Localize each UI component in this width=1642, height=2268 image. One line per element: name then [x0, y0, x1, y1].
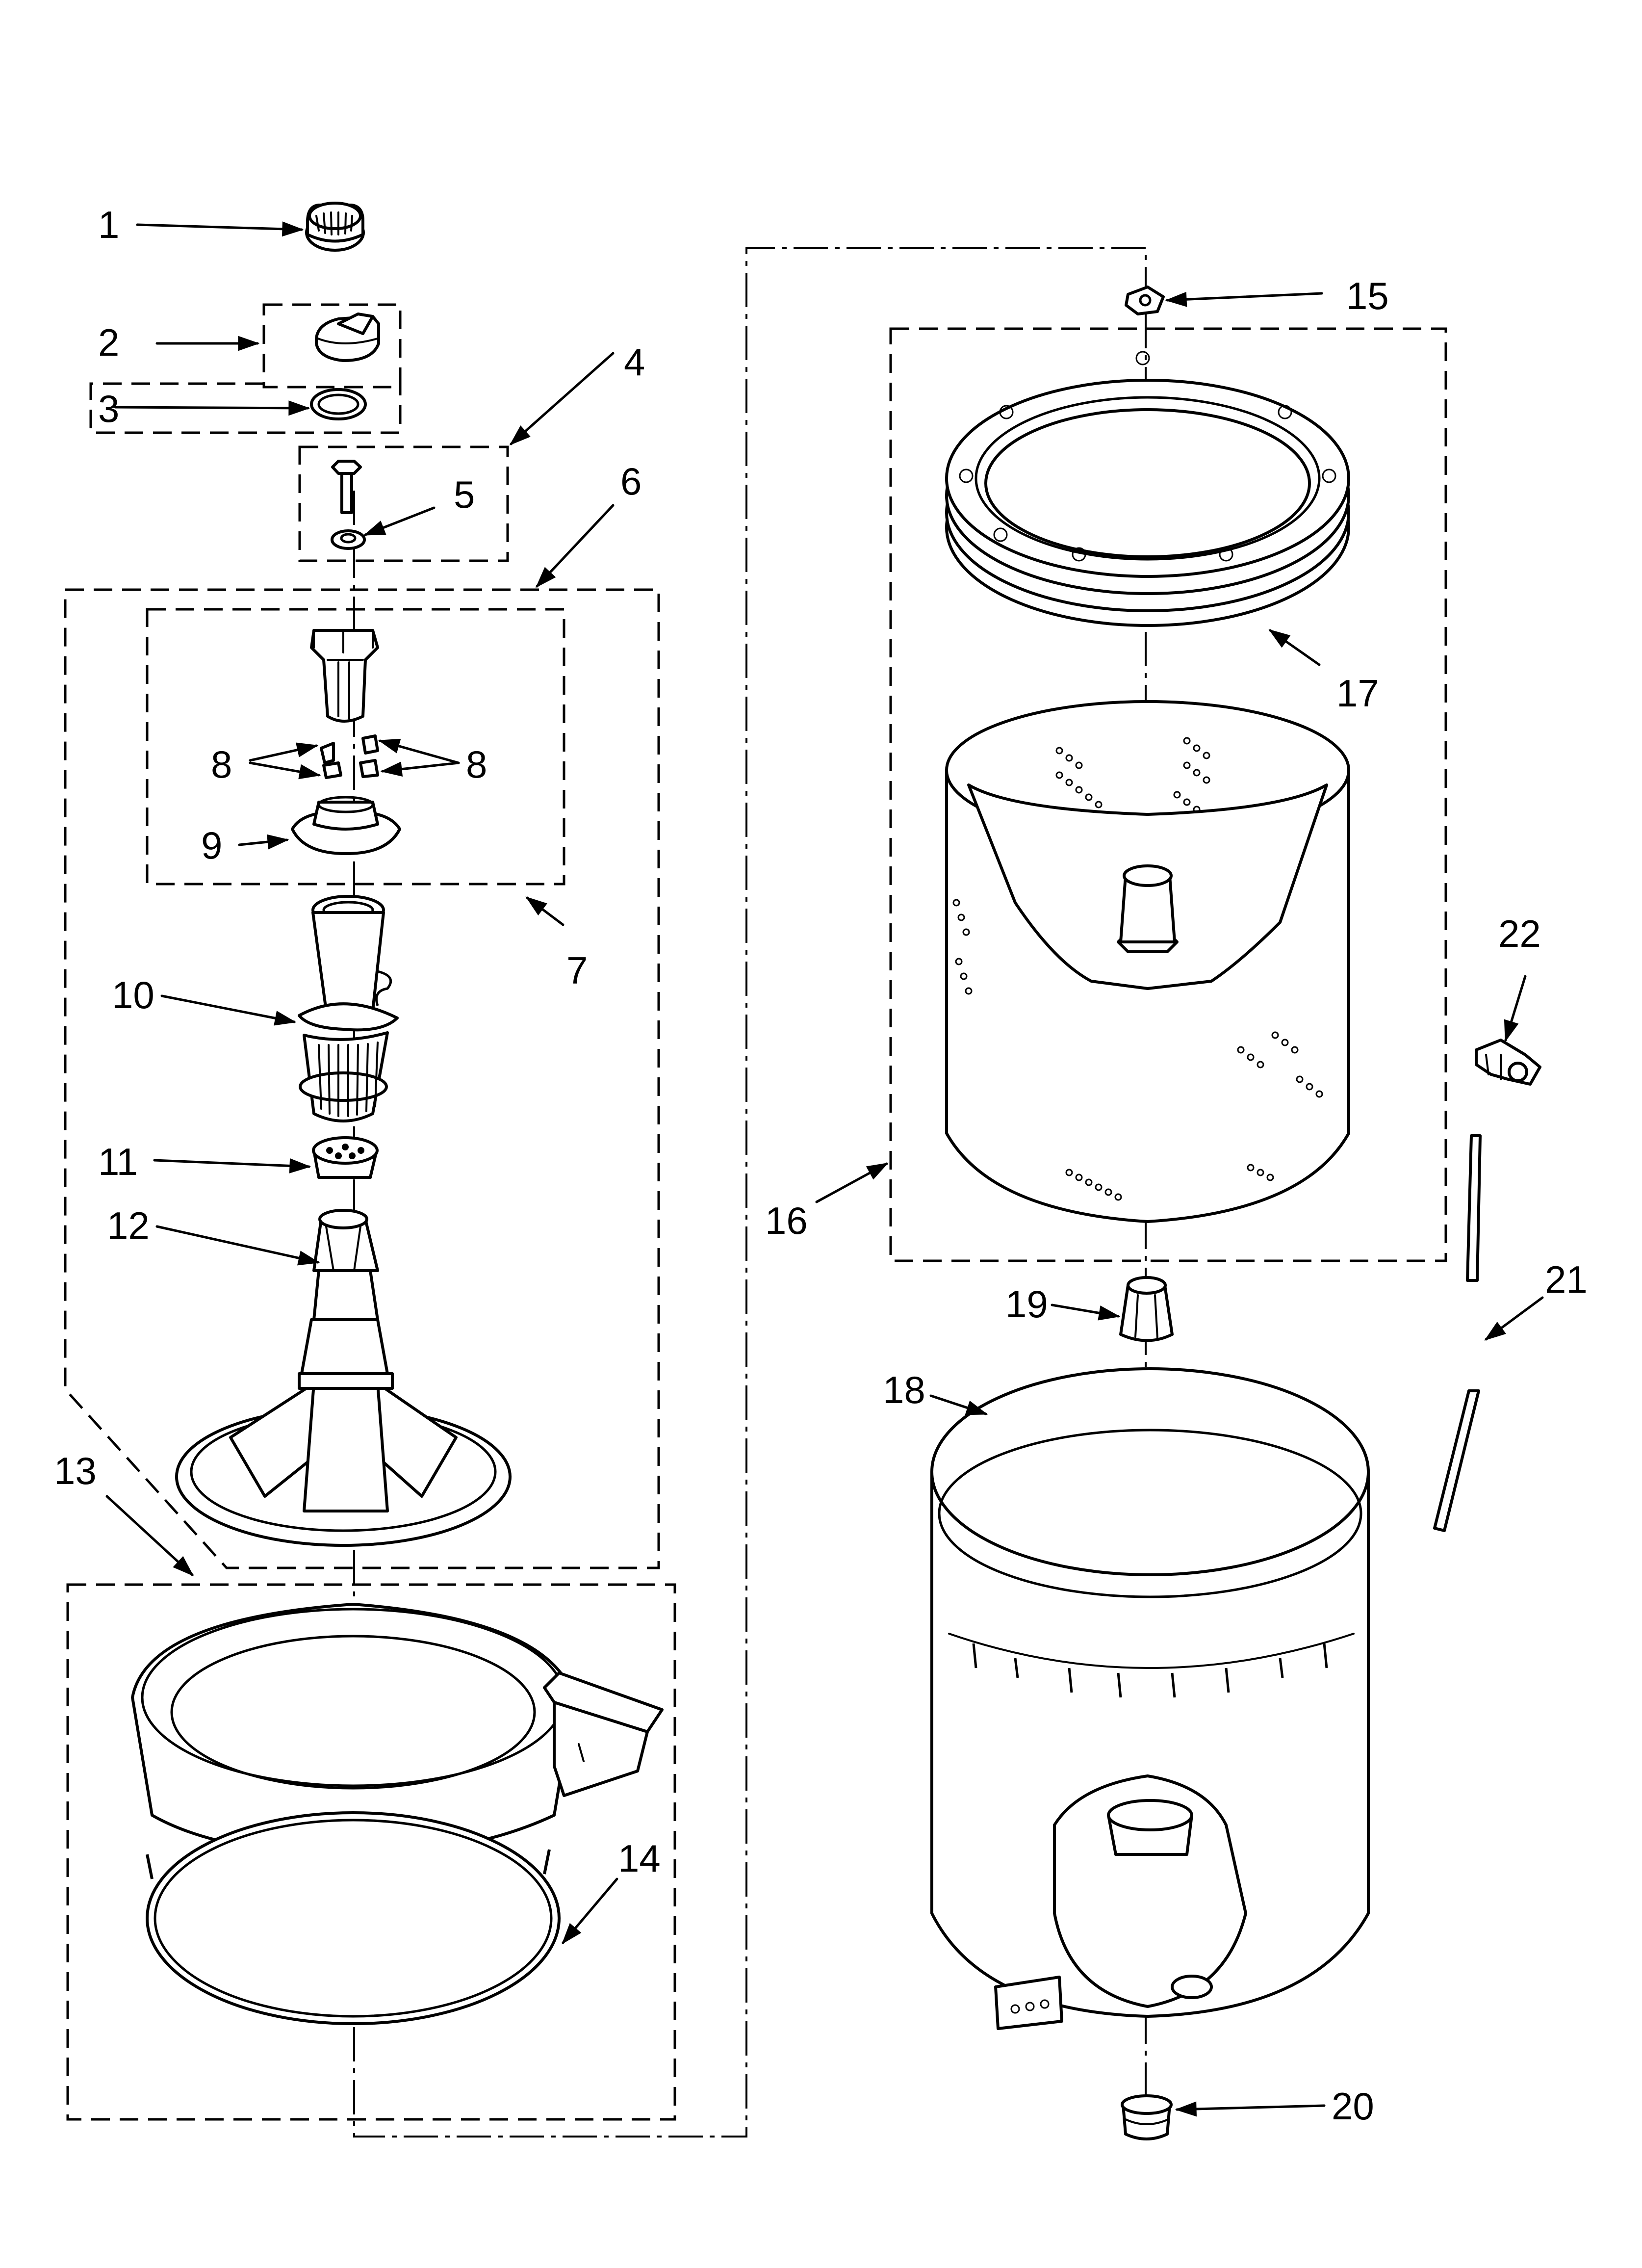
- group-box-7: [146, 608, 565, 886]
- part-hose: [1433, 1134, 1482, 1532]
- part-balance-ring: [945, 351, 1350, 627]
- arrowhead-icon: [1268, 629, 1321, 666]
- callout-14: 14: [618, 1837, 661, 1880]
- arrowhead-icon: [238, 834, 289, 850]
- callout-11: 11: [98, 1140, 138, 1183]
- arrowhead-icon: [1504, 975, 1527, 1043]
- part-agitator-cap: [305, 202, 365, 252]
- callout-10: 10: [112, 973, 154, 1017]
- arrowhead-icon: [1165, 291, 1323, 307]
- callout-8-right: 8: [466, 743, 487, 786]
- callout-20: 20: [1332, 2085, 1374, 2128]
- callout-12: 12: [107, 1204, 150, 1247]
- part-ratchet: [291, 796, 401, 855]
- arrowhead-icon: [525, 896, 564, 926]
- group-box-16: [889, 327, 1447, 1262]
- callout-7: 7: [566, 949, 588, 992]
- callout-5: 5: [454, 473, 475, 516]
- part-cap-insert: [315, 313, 380, 362]
- arrowhead-icon: [249, 761, 321, 780]
- arrowhead-icon: [249, 742, 319, 762]
- callout-6: 6: [620, 460, 641, 503]
- arrowhead-icon: [136, 221, 304, 237]
- arrowhead-icon: [105, 1495, 194, 1576]
- arrowhead-icon: [378, 738, 460, 764]
- part-seal-ring: [310, 388, 367, 420]
- arrowhead-icon: [114, 400, 310, 416]
- part-dog-assembly: [310, 629, 379, 723]
- callout-18: 18: [883, 1368, 925, 1411]
- part-bolt: [331, 460, 366, 550]
- arrowhead-icon: [562, 1877, 618, 1945]
- part-tub-ring: [131, 1603, 664, 2025]
- part-auger: [298, 895, 399, 1122]
- part-dogs: [320, 734, 379, 779]
- part-cam: [312, 1136, 379, 1179]
- group-box-3: [89, 382, 402, 434]
- group-box-4: [298, 445, 509, 562]
- callout-21: 21: [1545, 1258, 1588, 1301]
- arrowhead-icon: [929, 1394, 988, 1415]
- part-outer-tub: [930, 1367, 1370, 2030]
- part-nut: [1125, 286, 1165, 315]
- callout-8-left: 8: [211, 743, 232, 786]
- callout-9: 9: [201, 824, 222, 867]
- basket-perforations: [952, 737, 1323, 1201]
- callout-22: 22: [1498, 912, 1541, 955]
- arrowhead-icon: [815, 1162, 889, 1203]
- part-basket: [945, 700, 1350, 1223]
- callout-labels: 1 2 3 4 5 6 7 8 8 9 10 11 12 13 14 15 16…: [54, 203, 1588, 2128]
- arrowhead-icon: [160, 994, 297, 1026]
- group-box-6: [64, 588, 660, 1569]
- callout-1: 1: [98, 203, 119, 246]
- callout-2: 2: [98, 321, 119, 364]
- callout-16: 16: [765, 1199, 808, 1242]
- callout-17: 17: [1336, 672, 1379, 715]
- arrowhead-icon: [1051, 1303, 1121, 1321]
- arrowhead-icon: [380, 761, 460, 777]
- arrowhead-icon: [535, 504, 615, 588]
- part-hub-seal: [1119, 1276, 1174, 1342]
- centerline-icon: [353, 247, 1147, 2138]
- part-drive-block: [175, 1209, 512, 1547]
- arrowhead-icon: [509, 352, 615, 445]
- arrowhead-icon: [1484, 1296, 1544, 1341]
- part-drain-plug: [1121, 2094, 1173, 2140]
- arrowhead-icon: [1175, 2101, 1326, 2117]
- arrowhead-icon: [155, 1225, 320, 1266]
- callout-3: 3: [98, 387, 119, 430]
- callout-4: 4: [624, 340, 645, 384]
- callout-15: 15: [1346, 274, 1389, 317]
- part-hose-clip: [1475, 1039, 1541, 1086]
- callout-13: 13: [54, 1449, 97, 1492]
- arrowhead-icon: [363, 506, 436, 536]
- group-boxes: [64, 303, 1447, 2121]
- callout-19: 19: [1005, 1282, 1048, 1326]
- group-box-2: [262, 303, 402, 389]
- arrowhead-icon: [153, 1158, 311, 1173]
- leader-arrows: [105, 221, 1544, 2117]
